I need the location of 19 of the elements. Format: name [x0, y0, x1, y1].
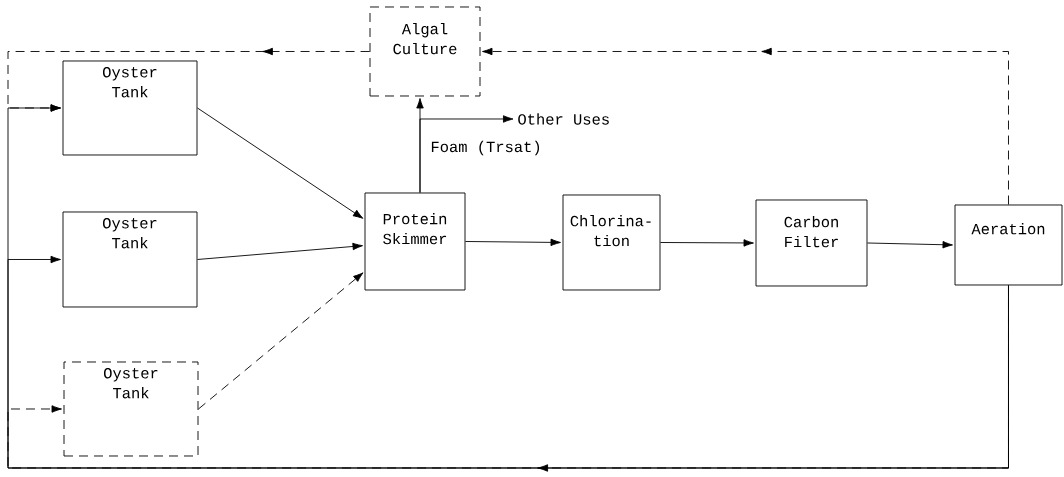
arrow — [7, 47, 370, 112]
flow-label: Other Uses — [518, 113, 609, 125]
arrow — [419, 115, 514, 193]
arrow — [465, 238, 561, 247]
arrow — [198, 272, 364, 410]
edge-label: Foam (Trsat) — [428, 138, 544, 158]
arrow — [197, 107, 364, 219]
arrow — [867, 241, 953, 249]
process-box: Oyster Tank — [63, 361, 199, 457]
process-box: Oyster Tank — [62, 60, 198, 156]
process-box: Chlorina- tion — [562, 194, 661, 291]
process-box: Aeration — [954, 204, 1063, 286]
process-box: Protein Skimmer — [364, 192, 466, 291]
arrow — [482, 47, 1009, 205]
arrow — [197, 242, 363, 260]
arrow — [660, 239, 754, 247]
process-box: Oyster Tank — [62, 211, 198, 308]
process-box: Carbon Filter — [755, 199, 868, 287]
process-box: Algal Culture — [369, 6, 481, 97]
